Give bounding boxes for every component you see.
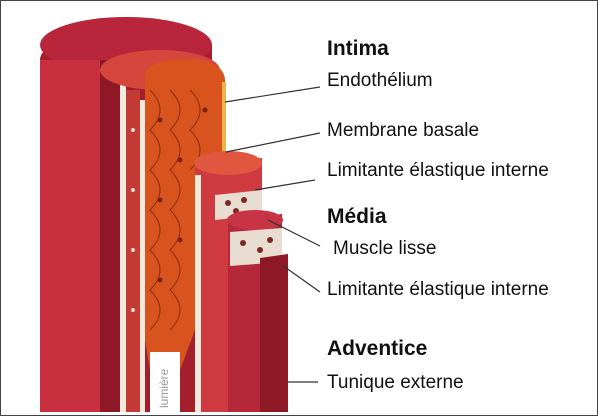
internal-elastic-lamina-label: Limitante élastique interne <box>327 160 549 182</box>
internal-elastic-lamina <box>140 100 145 412</box>
smooth-muscle-label: Muscle lisse <box>333 238 436 260</box>
tunica-externa-label: Tunique externe <box>327 372 464 394</box>
external-elastic-lamina-label: Limitante élastique interne <box>327 279 549 301</box>
adventitia-heading: Adventice <box>327 338 427 360</box>
endothelium-label: Endothélium <box>327 70 433 92</box>
intima-heading: Intima <box>327 38 389 60</box>
membrane-basale-label: Membrane basale <box>327 120 479 142</box>
stepped-rings <box>194 151 288 412</box>
svg-text:lumière: lumière <box>157 368 171 408</box>
external-elastic-lamina <box>120 80 126 412</box>
lumen: lumière <box>150 352 180 412</box>
media-heading: Média <box>327 206 387 228</box>
